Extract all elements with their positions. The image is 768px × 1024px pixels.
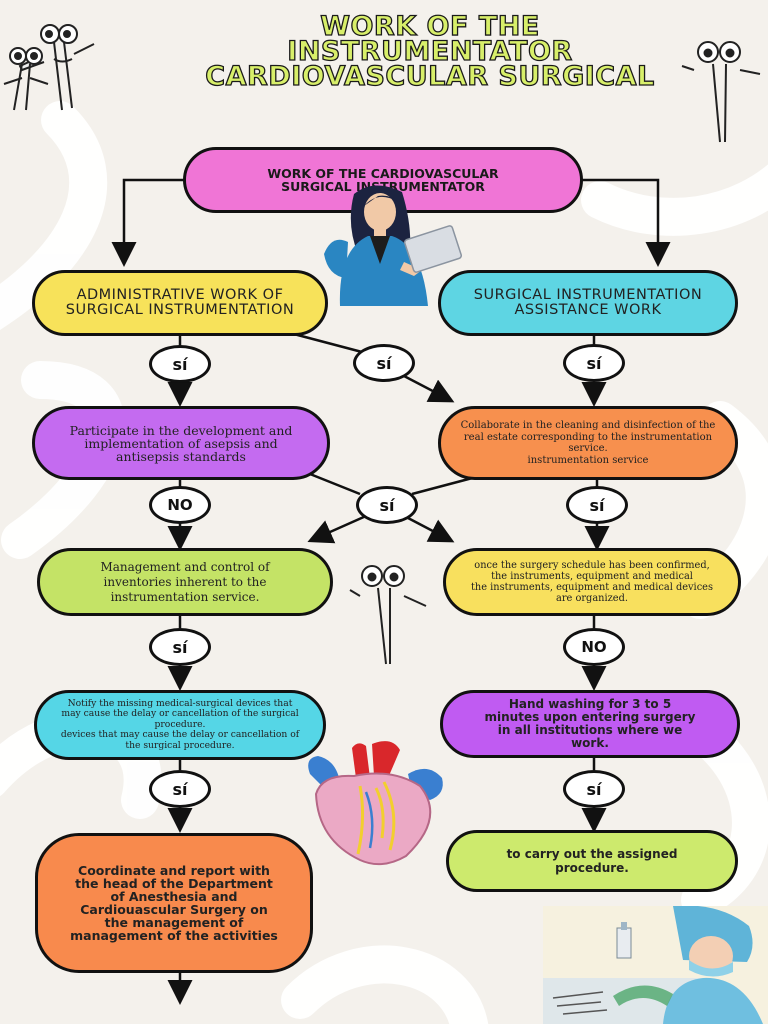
node-assist-text: SURGICAL INSTRUMENTATION ASSISTANCE WORK [473, 287, 703, 318]
node-participate: Participate in the development and imple… [32, 406, 330, 480]
connector-no-1: NO [149, 486, 211, 524]
connector-si-7: sí [149, 770, 211, 808]
businesswoman-clipboard-icon [324, 185, 462, 306]
connector-si-5-label: sí [589, 495, 605, 515]
scissors-mascot-icon [349, 565, 427, 665]
connector-si-2-label: sí [376, 353, 392, 373]
title-line-3: CARDIOVASCULAR SURGICAL [205, 61, 655, 92]
page-title: WORK OF THE INSTRUMENTATOR CARDIOVASCULA… [150, 11, 710, 92]
node-collaborate: Collaborate in the cleaning and disinfec… [438, 406, 738, 480]
node-management-text: Management and control of inventories in… [100, 559, 270, 604]
connector-si-6-label: sí [172, 637, 188, 657]
node-notify: Notify the missing medical-surgical devi… [34, 690, 326, 760]
connector-si-1-label: sí [172, 354, 188, 374]
connector-si-1: sí [149, 345, 211, 383]
node-carry-text: to carry out the assigned procedure. [506, 847, 678, 875]
connector-no-2: NO [563, 628, 625, 666]
connector-si-3-label: sí [586, 353, 602, 373]
node-assist: SURGICAL INSTRUMENTATION ASSISTANCE WORK [438, 270, 738, 336]
connector-si-2: sí [353, 344, 415, 382]
node-collaborate-text: Collaborate in the cleaning and disinfec… [460, 420, 716, 466]
connector-si-7-label: sí [172, 779, 188, 799]
connector-si-4: sí [356, 486, 418, 524]
connector-no-1-label: NO [167, 496, 193, 514]
title-line-2: INSTRUMENTATOR [287, 36, 573, 67]
node-coordinate: Coordinate and report with the head of t… [35, 833, 313, 973]
node-coordinate-text: Coordinate and report with the head of t… [70, 863, 278, 943]
connector-no-2-label: NO [581, 638, 607, 656]
surgical-nurse-instruments-icon [543, 906, 768, 1024]
connector-si-6: sí [149, 628, 211, 666]
node-handwash-text: Hand washing for 3 to 5 minutes upon ent… [484, 697, 696, 750]
node-notify-text: Notify the missing medical-surgical devi… [60, 697, 300, 751]
connector-si-5: sí [566, 486, 628, 524]
node-carry: to carry out the assigned procedure. [446, 830, 738, 892]
connector-si-8-label: sí [586, 779, 602, 799]
node-participate-text: Participate in the development and imple… [69, 422, 293, 464]
node-schedule: once the surgery schedule has been confi… [443, 548, 741, 616]
node-management: Management and control of inventories in… [37, 548, 333, 616]
anatomical-heart-icon [308, 741, 443, 866]
node-schedule-text: once the surgery schedule has been confi… [470, 560, 714, 604]
connector-si-8: sí [563, 770, 625, 808]
node-handwash: Hand washing for 3 to 5 minutes upon ent… [440, 690, 740, 758]
scissors-mascot-icon [681, 41, 761, 143]
connector-si-3: sí [563, 344, 625, 382]
scissors-mascot-icon [3, 47, 49, 111]
node-admin: ADMINISTRATIVE WORK OF SURGICAL INSTRUME… [32, 270, 328, 336]
node-admin-text: ADMINISTRATIVE WORK OF SURGICAL INSTRUME… [65, 287, 295, 318]
connector-si-4-label: sí [379, 495, 395, 515]
title-line-1: WORK OF THE [320, 11, 540, 42]
